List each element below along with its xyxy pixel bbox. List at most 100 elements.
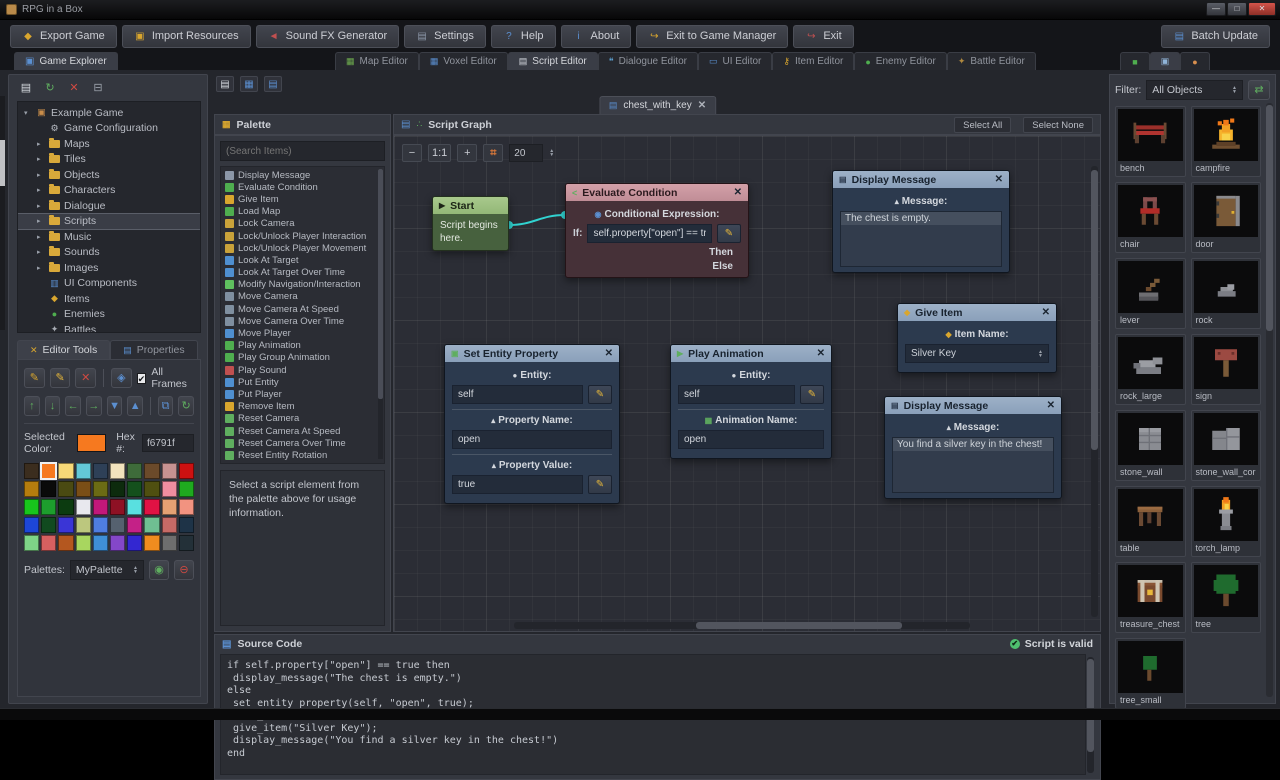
color-swatch[interactable] (127, 535, 143, 551)
menu-item-settings[interactable]: ▤Settings (404, 24, 486, 48)
color-swatch[interactable] (92, 517, 108, 533)
palette-item-lock-unlock-player-movement[interactable]: Lock/Unlock Player Movement (221, 242, 384, 254)
object-card-table[interactable]: table (1115, 486, 1186, 557)
palette-item-move-camera[interactable]: Move Camera (221, 291, 384, 303)
expand-arrow-icon[interactable]: ▾ (24, 109, 28, 117)
refresh-button[interactable]: ↻ (45, 82, 55, 94)
object-card-tree_small[interactable]: tree_small (1115, 638, 1186, 709)
tab-editor-tools[interactable]: ✕ Editor Tools (17, 340, 111, 359)
node-header[interactable]: ▶ Play Animation ✕ (671, 345, 831, 362)
palette-item-play-group-animation[interactable]: Play Group Animation (221, 352, 384, 364)
palette-select[interactable]: MyPalette ▲▼ (69, 560, 144, 580)
tab-enemy-editor[interactable]: ●Enemy Editor (854, 52, 947, 70)
color-swatch[interactable] (144, 481, 160, 497)
filter-select[interactable]: All Objects ▲▼ (1146, 80, 1243, 100)
color-swatch[interactable] (75, 499, 91, 515)
animation-name-input[interactable] (678, 430, 824, 449)
tree-item-characters[interactable]: ▸Characters (18, 183, 200, 199)
color-swatch[interactable] (144, 499, 160, 515)
rotate-tool[interactable]: ↻ (178, 396, 194, 416)
palette-item-modify-navigation-interaction[interactable]: Modify Navigation/Interaction (221, 279, 384, 291)
close-node-icon[interactable]: ✕ (816, 348, 825, 359)
color-swatch[interactable] (178, 463, 194, 479)
color-swatch[interactable] (161, 517, 177, 533)
close-node-icon[interactable]: ✕ (1046, 400, 1055, 411)
tab-dialogue-editor[interactable]: ❝Dialogue Editor (597, 52, 698, 70)
snap-grid-toggle[interactable]: ⌗ (483, 144, 504, 162)
palette-item-load-map[interactable]: Load Map (221, 206, 384, 218)
condition-expression-input[interactable] (587, 224, 712, 243)
color-swatch[interactable] (58, 517, 74, 533)
expand-arrow-icon[interactable]: ▸ (37, 156, 41, 164)
color-swatch[interactable] (144, 517, 160, 533)
expand-arrow-icon[interactable]: ▸ (37, 202, 41, 210)
attach-tool[interactable]: ✎ (24, 368, 45, 388)
palette-item-display-message[interactable]: Display Message (221, 169, 384, 181)
palette-item-play-sound[interactable]: Play Sound (221, 364, 384, 376)
tab-chest-with-key[interactable]: ▤ chest_with_key ✕ (598, 96, 717, 114)
shift-left-tool[interactable]: ← (65, 396, 82, 416)
color-swatch[interactable] (178, 499, 194, 515)
flip-tool[interactable]: ⧉ (157, 396, 174, 416)
palette-item-evaluate-condition[interactable]: Evaluate Condition (221, 181, 384, 193)
color-swatch[interactable] (41, 499, 57, 515)
script-graph-canvas[interactable]: − 1:1 + ⌗ ▲▼ (393, 135, 1101, 632)
tree-item-example-game[interactable]: ▾▣Example Game (18, 105, 200, 121)
property-name-input[interactable] (452, 430, 612, 449)
duplicate-script-button[interactable]: ▤ (264, 76, 282, 92)
zoom-reset-button[interactable]: 1:1 (428, 144, 452, 162)
tab-game-explorer[interactable]: ▣ Game Explorer (14, 52, 118, 70)
window-edge-scrollbar[interactable] (0, 96, 5, 330)
node-header[interactable]: ▤ Display Message ✕ (833, 171, 1009, 188)
color-swatch[interactable] (144, 535, 160, 551)
object-card-lever[interactable]: lever (1115, 258, 1186, 329)
paint-tool[interactable]: ✎ (49, 368, 71, 388)
color-swatch[interactable] (92, 499, 108, 515)
grid-size-input[interactable] (509, 144, 544, 162)
edit-value-button[interactable]: ✎ (588, 475, 612, 494)
color-swatch[interactable] (24, 517, 40, 533)
object-card-tree[interactable]: tree (1190, 562, 1261, 633)
tiles-tab[interactable]: ■ (1120, 52, 1150, 70)
entity-input[interactable] (452, 385, 583, 404)
object-card-treasure_chest[interactable]: treasure_chest (1115, 562, 1186, 633)
color-swatch[interactable] (127, 517, 143, 533)
color-swatch[interactable] (75, 481, 91, 497)
shift-down-tool[interactable]: ↓ (44, 396, 61, 416)
tree-item-scripts[interactable]: ▸Scripts (18, 212, 200, 230)
menu-item-sound-fx-generator[interactable]: ◄Sound FX Generator (255, 24, 400, 48)
entity-input[interactable] (678, 385, 795, 404)
tab-battle-editor[interactable]: ✦Battle Editor (946, 52, 1036, 70)
tab-voxel-editor[interactable]: ▦Voxel Editor (418, 52, 508, 70)
then-output-label[interactable]: Then (709, 247, 733, 258)
menu-item-exit[interactable]: ↪Exit (793, 24, 854, 48)
palette-item-move-camera-at-speed[interactable]: Move Camera At Speed (221, 303, 384, 315)
color-swatch[interactable] (24, 463, 40, 479)
tree-item-sounds[interactable]: ▸Sounds (18, 245, 200, 261)
library-scrollbar[interactable] (1266, 103, 1273, 697)
tree-item-enemies[interactable]: ●Enemies (18, 307, 200, 323)
color-swatch[interactable] (109, 463, 126, 479)
object-card-door[interactable]: door (1190, 182, 1261, 253)
color-swatch[interactable] (58, 535, 74, 551)
batch-update-button[interactable]: ▤ Batch Update (1161, 24, 1270, 48)
color-swatch[interactable] (144, 463, 160, 479)
color-swatch[interactable] (161, 535, 177, 551)
palette-item-reset-camera-over-time[interactable]: Reset Camera Over Time (221, 437, 384, 449)
zoom-in-button[interactable]: + (457, 144, 478, 162)
color-swatch[interactable] (109, 499, 126, 515)
object-card-rock[interactable]: rock (1190, 258, 1261, 329)
item-name-select[interactable]: Silver Key ▲▼ (905, 344, 1049, 363)
tab-script-editor[interactable]: ▤Script Editor (507, 52, 598, 70)
message-textarea[interactable]: The chest is empty. (840, 211, 1002, 267)
expand-arrow-icon[interactable]: ▸ (37, 233, 41, 241)
node-evaluate-condition[interactable]: < Evaluate Condition ✕ ◉Conditional Expr… (565, 183, 749, 278)
select-none-button[interactable]: Select None (1023, 116, 1093, 133)
shift-up-tool[interactable]: ↑ (24, 396, 40, 416)
close-node-icon[interactable]: ✕ (604, 348, 613, 359)
tab-map-editor[interactable]: ▦Map Editor (335, 52, 419, 70)
color-swatch[interactable] (58, 481, 74, 497)
color-swatch[interactable] (178, 517, 194, 533)
expand-arrow-icon[interactable]: ▸ (37, 264, 41, 272)
color-swatch[interactable] (92, 463, 108, 479)
